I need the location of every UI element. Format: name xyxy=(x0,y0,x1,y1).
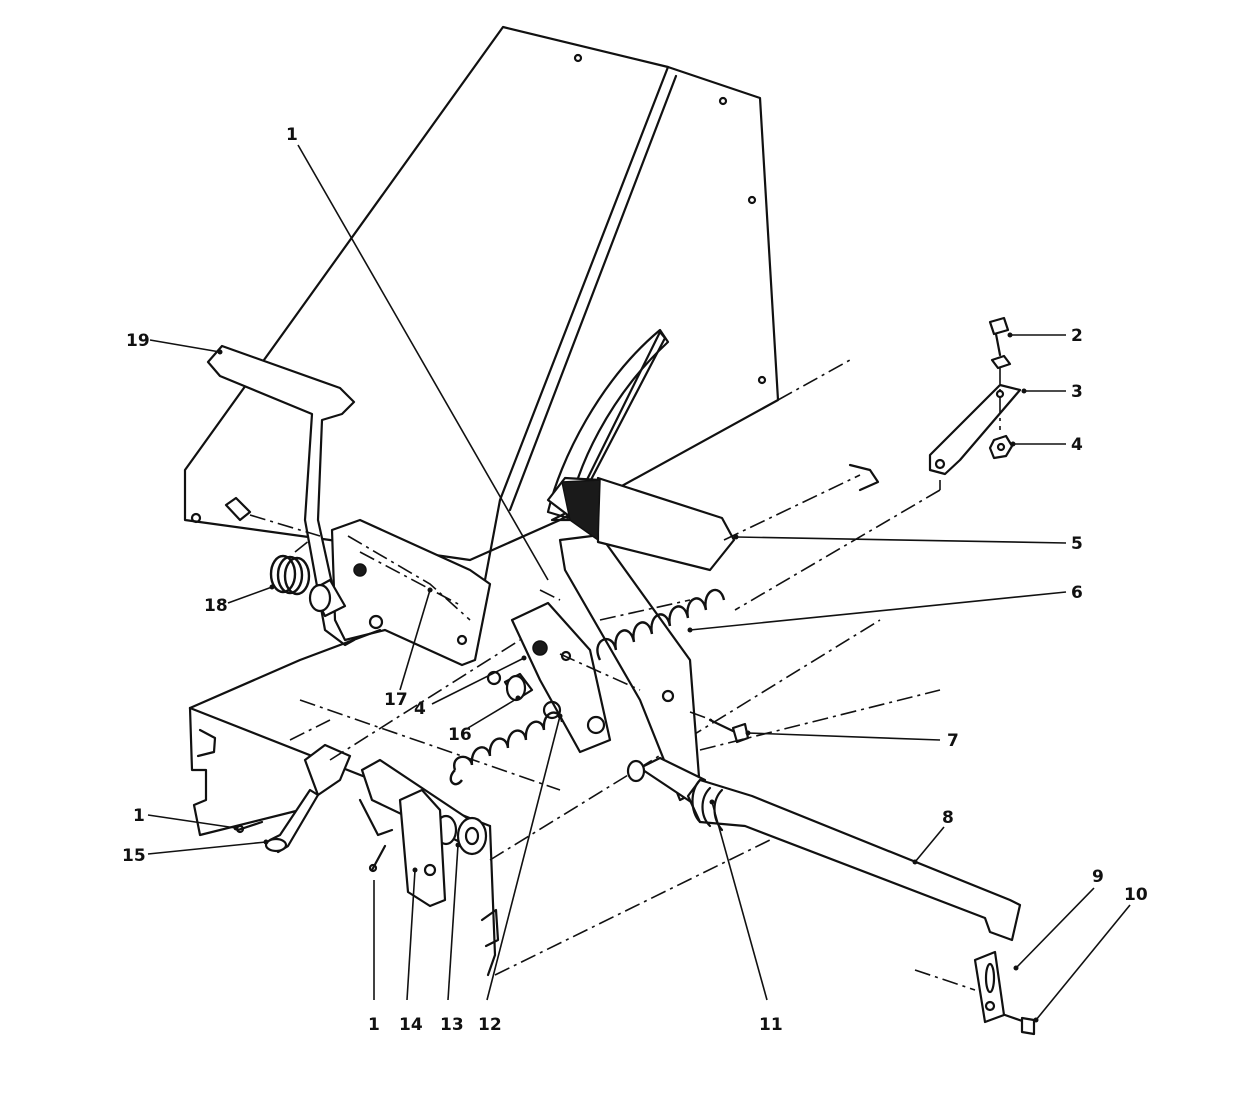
callout-6: 6 xyxy=(1071,583,1083,603)
cross-shaft xyxy=(626,756,1022,942)
pin xyxy=(264,788,320,854)
callout-7: 7 xyxy=(947,731,959,751)
brake-spring xyxy=(449,711,564,786)
bracket-3 xyxy=(734,383,1022,611)
callout-14: 14 xyxy=(399,1015,423,1035)
bolt xyxy=(689,711,750,744)
callout-1-left: 1 xyxy=(133,806,145,826)
cotter-pin xyxy=(368,844,387,873)
callout-3: 3 xyxy=(1071,382,1083,402)
callout-5: 5 xyxy=(1071,534,1083,554)
leader-lines xyxy=(147,144,1131,1023)
callout-10: 10 xyxy=(1124,885,1148,905)
nut-4 xyxy=(988,434,1014,460)
bushing xyxy=(308,578,347,618)
clamp xyxy=(914,950,1006,1024)
callout-16: 16 xyxy=(448,725,472,745)
clamp-bolt xyxy=(1003,1013,1036,1036)
callout-19: 19 xyxy=(126,331,150,351)
bolt-2 xyxy=(988,316,1012,430)
pivot-shaft xyxy=(303,743,488,908)
console-panel xyxy=(183,25,851,662)
pedal-pad xyxy=(546,476,736,572)
callout-1: 1 xyxy=(286,125,298,145)
callout-12: 12 xyxy=(478,1015,502,1035)
pivot-plate xyxy=(330,518,492,667)
callout-15: 15 xyxy=(122,846,146,866)
callout-4: 4 xyxy=(1071,435,1083,455)
callout-13: 13 xyxy=(440,1015,464,1035)
callout-11: 11 xyxy=(759,1015,783,1035)
callout-17: 17 xyxy=(384,690,408,710)
callout-1-bottom: 1 xyxy=(368,1015,380,1035)
return-spring xyxy=(596,463,880,661)
base-frame xyxy=(188,619,881,977)
assembly-lines xyxy=(289,589,941,761)
torsion-spring xyxy=(269,539,311,596)
callout-18: 18 xyxy=(204,596,228,616)
callout-4-left: 4 xyxy=(414,699,426,719)
pivot-bolt xyxy=(224,496,321,537)
link-plate xyxy=(486,601,612,754)
callout-8: 8 xyxy=(942,808,954,828)
callout-labels: 1 2 3 4 5 6 7 8 9 10 11 12 13 14 1 15 1 … xyxy=(122,125,1148,1035)
callout-2: 2 xyxy=(1071,326,1083,346)
callout-9: 9 xyxy=(1092,867,1104,887)
